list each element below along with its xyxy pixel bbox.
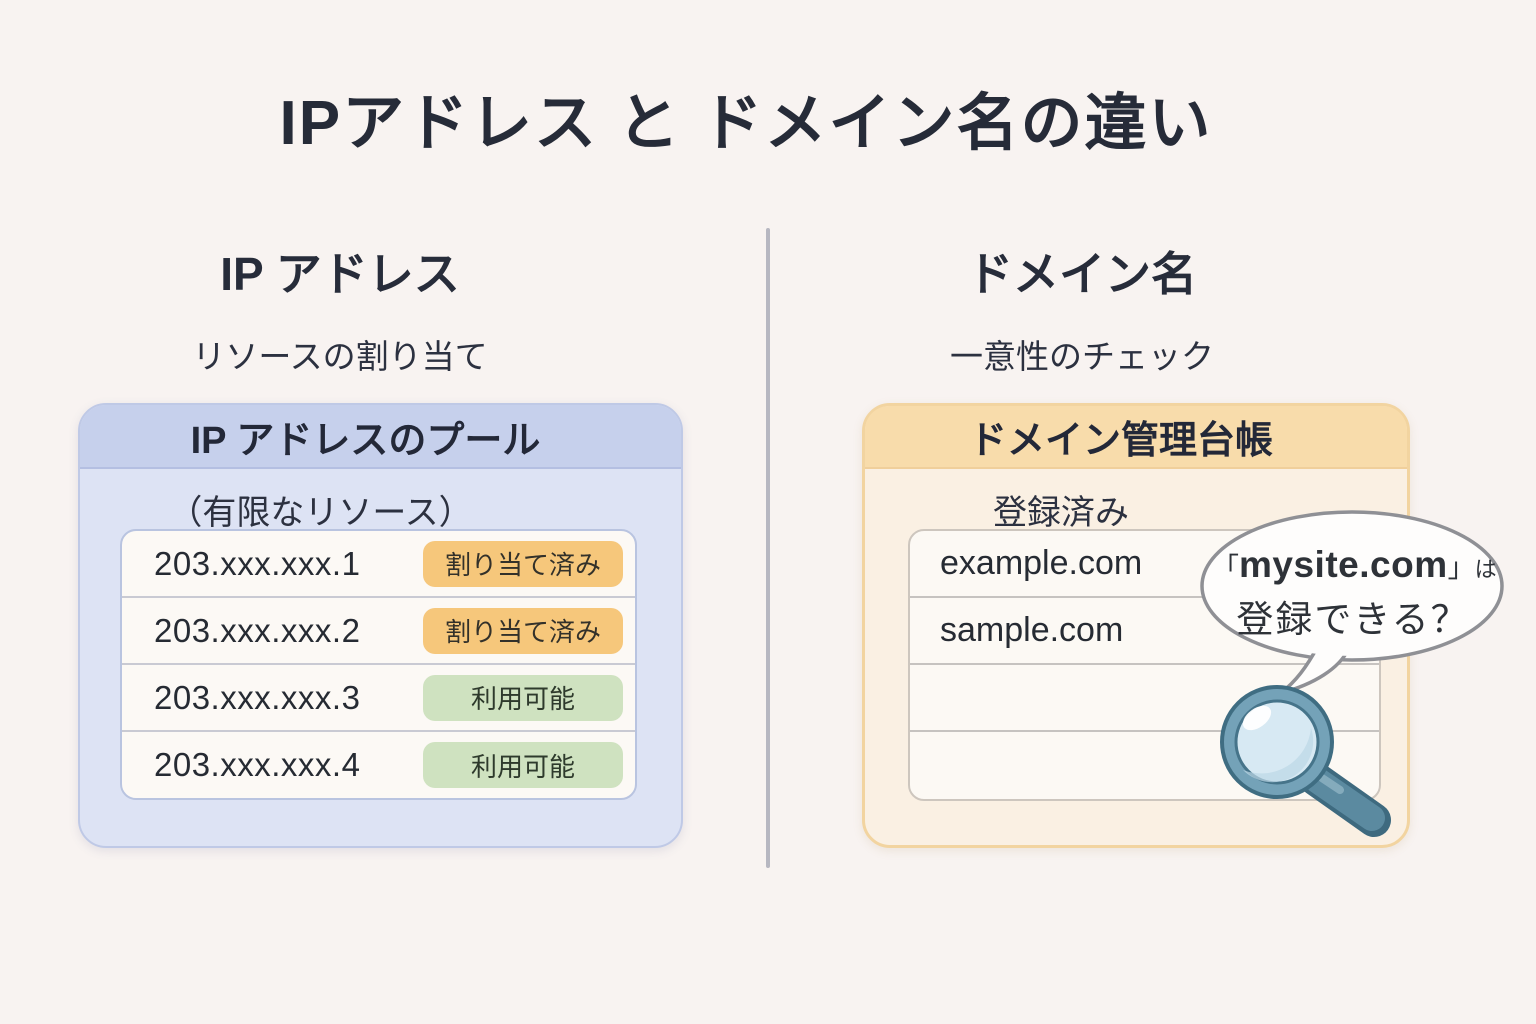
ip-address: 203.xxx.xxx.3 — [154, 678, 361, 716]
bubble-line2: 登録できる？ — [1236, 599, 1470, 640]
table-row: 203.xxx.xxx.1 割り当て済み — [122, 531, 635, 598]
bubble-line1: 「mysite.com」は — [1212, 544, 1497, 585]
magnifier-icon — [1220, 685, 1391, 837]
status-badge: 割り当て済み — [423, 607, 623, 654]
ip-address: 203.xxx.xxx.1 — [154, 544, 361, 582]
domain-name: example.com — [940, 544, 1143, 582]
speech-bubble-and-magnifier — [1200, 510, 1504, 837]
domain-ledger-title: ドメイン管理台帳 — [968, 420, 1273, 462]
table-row-empty — [910, 665, 1379, 732]
bubble-domain: mysite.com — [1239, 544, 1448, 585]
ip-address: 203.xxx.xxx.4 — [154, 746, 361, 783]
domain-name: sample.com — [940, 611, 1124, 649]
status-badge: 利用可能 — [423, 674, 623, 721]
page-title: IPアドレス と ドメイン名の違い — [279, 89, 1213, 158]
domain-subtitle: 一意性のチェック — [950, 338, 1214, 375]
status-badge: 割り当て済み — [423, 540, 623, 587]
table-row: 203.xxx.xxx.4 利用可能 — [122, 732, 635, 798]
ip-pool-panel: IP アドレスのプール （有限なリソース） 203.xxx.xxx.1 割り当て… — [78, 403, 683, 848]
column-divider — [766, 228, 770, 868]
ip-address: 203.xxx.xxx.2 — [154, 611, 361, 649]
ip-pool-title: IP アドレスのプール — [190, 419, 541, 462]
domain-ledger-subtitle: 登録済み — [993, 494, 1129, 532]
table-row: example.com — [910, 531, 1379, 598]
ip-subtitle: リソースの割り当て — [192, 338, 488, 375]
domain-ledger-header: ドメイン管理台帳 — [865, 406, 1407, 469]
lens-highlight — [1242, 705, 1272, 731]
ip-heading: IP アドレス — [220, 248, 460, 300]
ip-column-heading: IP アドレス リソースの割り当て — [40, 238, 640, 378]
speech-bubble-text: 「mysite.com」は 登録できる？ — [1212, 541, 1497, 643]
table-row: 203.xxx.xxx.3 利用可能 — [122, 665, 635, 732]
domain-column-heading: ドメイン名 一意性のチェック — [782, 238, 1382, 378]
ip-pool-subtitle: （有限なリソース） — [168, 494, 473, 532]
table-row: sample.com — [910, 598, 1379, 665]
table-row: 203.xxx.xxx.2 割り当て済み — [122, 598, 635, 665]
ip-pool-header: IP アドレスのプール — [80, 405, 681, 469]
status-badge: 利用可能 — [423, 742, 623, 788]
ip-list-card: 203.xxx.xxx.1 割り当て済み 203.xxx.xxx.2 割り当て済… — [120, 529, 637, 800]
domain-heading: ドメイン名 — [967, 248, 1197, 300]
